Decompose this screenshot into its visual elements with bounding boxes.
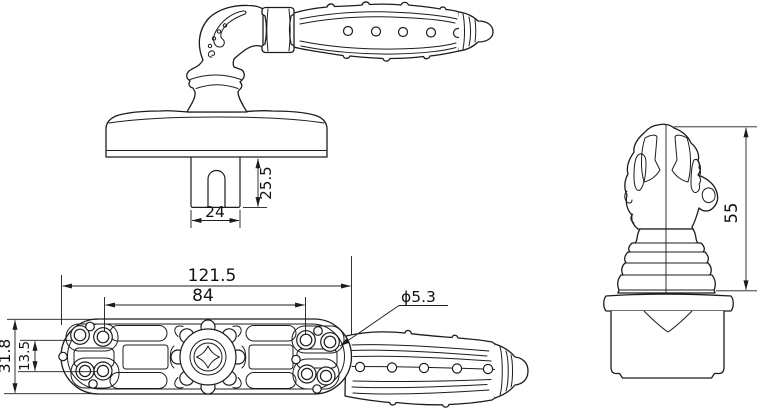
dimension-annotations: 25.5 24 121.5 84 31.8 13. xyxy=(0,126,757,395)
screw-boss-right xyxy=(291,325,345,394)
grip-tip-plan xyxy=(494,343,529,399)
collar xyxy=(261,6,295,54)
dim-hole-row-offset-label: 13.5 xyxy=(17,341,33,371)
dim-plate-width-label: 31.8 xyxy=(0,339,14,374)
handle-end-view xyxy=(603,123,734,379)
square-spindle-hole xyxy=(196,345,220,369)
screw-boss-left xyxy=(58,321,120,389)
dim-plate-length: 121.5 xyxy=(61,256,352,335)
dim-hole-row-offset: 13.5 xyxy=(17,339,98,373)
end-view-plate-body xyxy=(610,310,725,379)
spindle-gear xyxy=(169,319,247,395)
slot xyxy=(245,325,297,342)
slot xyxy=(245,372,297,389)
backplate-plan-view xyxy=(58,318,529,408)
dim-handle-height-label: 55 xyxy=(722,203,741,224)
dim-spindle-depth: 25.5 xyxy=(243,158,275,208)
handle-side-view xyxy=(105,1,494,208)
end-view-neck-rings xyxy=(617,228,716,294)
dim-plate-width: 31.8 xyxy=(0,318,97,395)
dim-spindle-width-label: 24 xyxy=(205,203,225,221)
dim-screw-spacing-label: 84 xyxy=(192,286,214,306)
spindle xyxy=(190,156,241,208)
handle-neck-scroll xyxy=(186,4,264,113)
dim-plate-length-label: 121.5 xyxy=(188,266,237,286)
dim-screw-spacing: 84 xyxy=(104,286,306,335)
dim-hole-diameter-label: ϕ5.3 xyxy=(401,288,436,306)
end-view-plate-rim xyxy=(603,293,734,312)
scroll-ornament xyxy=(207,10,247,58)
slot xyxy=(122,344,169,370)
dim-handle-height: 55 xyxy=(674,126,757,292)
end-view-plate-notch xyxy=(643,310,693,333)
dim-hole-diameter: ϕ5.3 xyxy=(339,288,448,347)
end-view-head xyxy=(624,123,719,230)
dim-spindle-depth-label: 25.5 xyxy=(257,166,275,199)
dim-spindle-width: 24 xyxy=(190,203,241,228)
slot xyxy=(109,372,168,389)
grip-tip-side xyxy=(458,11,494,52)
